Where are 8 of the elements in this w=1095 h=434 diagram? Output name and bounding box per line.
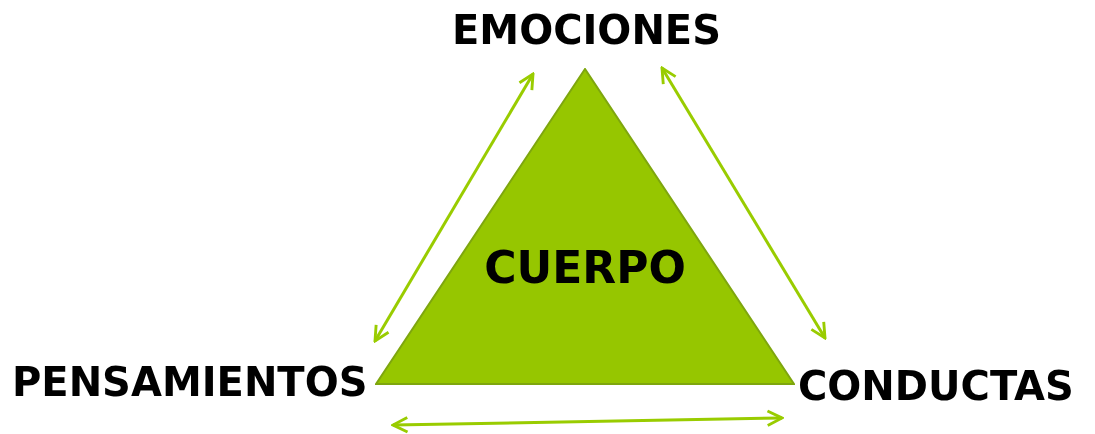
double-arrow xyxy=(660,66,827,340)
node-label: EMOCIONES xyxy=(452,10,721,50)
double-arrow xyxy=(391,409,784,434)
node-label: PENSAMIENTOS xyxy=(12,362,368,402)
node-label: CUERPO xyxy=(484,246,686,290)
triangle-shape xyxy=(375,68,795,385)
double-arrow xyxy=(373,72,535,343)
node-label: CONDUCTAS xyxy=(798,366,1074,406)
